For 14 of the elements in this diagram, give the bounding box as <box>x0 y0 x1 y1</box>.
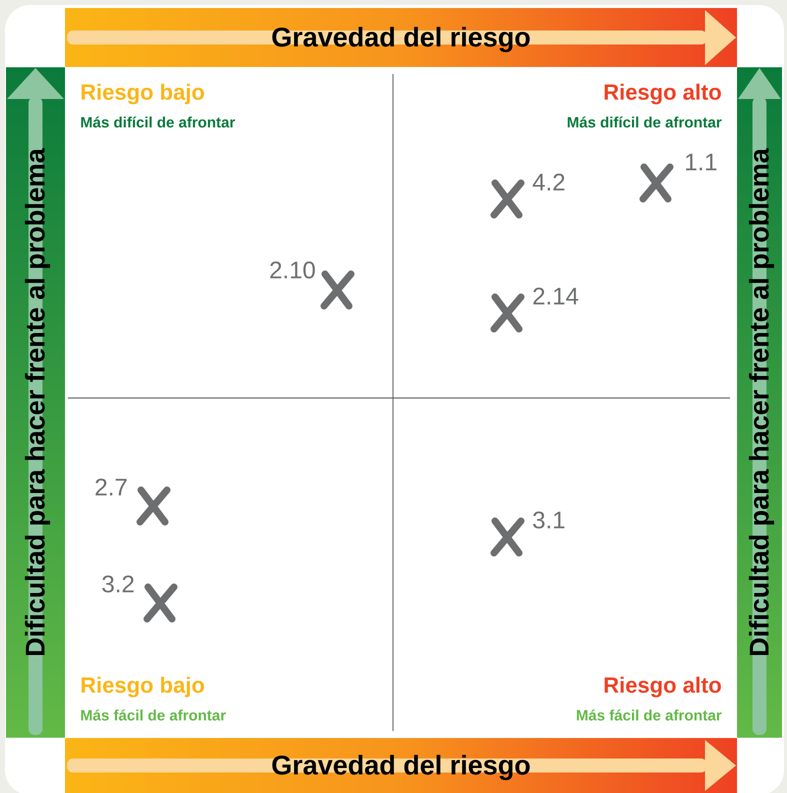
quadrant: Riesgo alto Más difícil de afrontar <box>568 84 722 128</box>
quadrant: Riesgo bajo Más fácil de afrontar <box>81 676 226 721</box>
point-label: 2.10 <box>270 262 315 278</box>
quadrant: Riesgo bajo Más difícil de afrontar <box>81 84 235 128</box>
point-label: 3.2 <box>102 576 134 592</box>
point-label: 3.1 <box>533 512 564 528</box>
point-label: 2.14 <box>533 288 578 304</box>
axis-band: Gravedad del riesgo <box>67 10 736 65</box>
quadrant: Riesgo alto Más fácil de afrontar <box>576 676 722 721</box>
point-label: 4.2 <box>532 174 564 190</box>
axis-band: Gravedad del riesgo <box>67 740 736 791</box>
axis-band: Dificultad para hacer frente al problema <box>7 68 64 735</box>
point-label: 2.7 <box>96 478 127 496</box>
axis-band: Dificultad para hacer frente al problema <box>738 68 781 735</box>
